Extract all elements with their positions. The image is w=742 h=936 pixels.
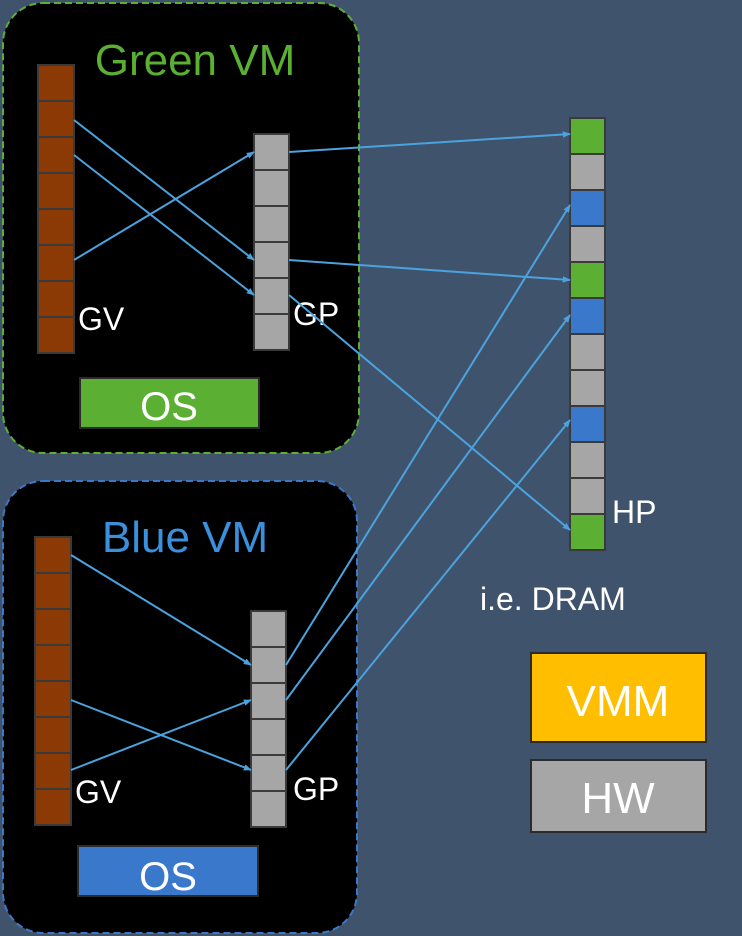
blue-gv-cell bbox=[34, 644, 72, 682]
blue-gv-cell bbox=[34, 788, 72, 826]
hp-cell bbox=[569, 153, 606, 191]
green-gv-cell bbox=[37, 100, 75, 138]
hw-label: HW bbox=[581, 774, 655, 823]
hw-box bbox=[530, 759, 707, 833]
green-gv-cell bbox=[37, 172, 75, 210]
hp-cell bbox=[569, 117, 606, 155]
vmm-box bbox=[530, 652, 707, 743]
hp-cell bbox=[569, 189, 606, 227]
mapping-arrow bbox=[73, 154, 255, 296]
green-gp-column bbox=[253, 133, 290, 351]
hp-cell bbox=[569, 333, 606, 371]
hp-cell bbox=[569, 477, 606, 515]
green-gv-cell bbox=[37, 316, 75, 354]
green-gv-cell bbox=[37, 136, 75, 174]
green-gv-cell bbox=[37, 280, 75, 318]
blue-gp-cell bbox=[250, 790, 287, 828]
hp-cell bbox=[569, 405, 606, 443]
mapping-arrows bbox=[70, 119, 571, 771]
hp-label: HP bbox=[612, 494, 656, 530]
blue-gp-label: GP bbox=[293, 771, 339, 807]
mapping-arrow bbox=[73, 151, 255, 261]
mapping-arrow bbox=[288, 131, 571, 153]
blue-vm-panel: Blue VM GV GP OS bbox=[2, 480, 358, 934]
blue-gv-cell bbox=[34, 680, 72, 718]
green-gp-cell bbox=[253, 133, 290, 171]
hp-cell bbox=[569, 369, 606, 407]
mapping-arrow bbox=[285, 419, 571, 771]
blue-gp-column bbox=[250, 610, 287, 828]
blue-gp-cell bbox=[250, 646, 287, 684]
mapping-arrow bbox=[288, 259, 571, 283]
blue-os-box bbox=[77, 845, 259, 897]
green-gp-cell bbox=[253, 241, 290, 279]
hp-column bbox=[569, 117, 606, 551]
green-gv-label: GV bbox=[78, 301, 125, 337]
green-gv-column bbox=[37, 64, 75, 354]
green-os-label: OS bbox=[140, 385, 198, 429]
blue-gv-cell bbox=[34, 752, 72, 790]
green-gv-cell bbox=[37, 64, 75, 102]
green-gv-cell bbox=[37, 244, 75, 282]
blue-vm-title: Blue VM bbox=[102, 513, 268, 562]
blue-gv-label: GV bbox=[75, 774, 122, 810]
green-os-box bbox=[79, 377, 260, 429]
green-gp-cell bbox=[253, 277, 290, 315]
hp-cell bbox=[569, 441, 606, 479]
hp-cell bbox=[569, 261, 606, 299]
green-gp-cell bbox=[253, 313, 290, 351]
green-gv-cell bbox=[37, 208, 75, 246]
blue-gp-cell bbox=[250, 610, 287, 648]
vmm-label: VMM bbox=[567, 677, 670, 726]
mapping-arrow bbox=[70, 699, 252, 771]
blue-gv-cell bbox=[34, 572, 72, 610]
hp-cell bbox=[569, 513, 606, 551]
blue-gv-column bbox=[34, 536, 72, 826]
mapping-arrow bbox=[285, 314, 571, 701]
dram-label: i.e. DRAM bbox=[480, 581, 626, 617]
blue-os-label: OS bbox=[139, 855, 197, 899]
green-gp-label: GP bbox=[293, 296, 339, 332]
blue-gv-cell bbox=[34, 608, 72, 646]
blue-gp-cell bbox=[250, 682, 287, 720]
hp-cell bbox=[569, 297, 606, 335]
hp-cell bbox=[569, 225, 606, 263]
mapping-arrow bbox=[70, 554, 252, 666]
green-vm-title: Green VM bbox=[95, 36, 296, 85]
green-vm-panel: Green VM GV GP OS bbox=[2, 2, 360, 454]
blue-gp-cell bbox=[250, 754, 287, 792]
mapping-arrow bbox=[73, 119, 255, 261]
blue-gp-cell bbox=[250, 718, 287, 756]
green-gp-cell bbox=[253, 205, 290, 243]
mapping-arrow bbox=[285, 204, 571, 666]
blue-gv-cell bbox=[34, 716, 72, 754]
blue-gv-cell bbox=[34, 536, 72, 574]
mapping-arrow bbox=[288, 294, 571, 531]
green-gp-cell bbox=[253, 169, 290, 207]
